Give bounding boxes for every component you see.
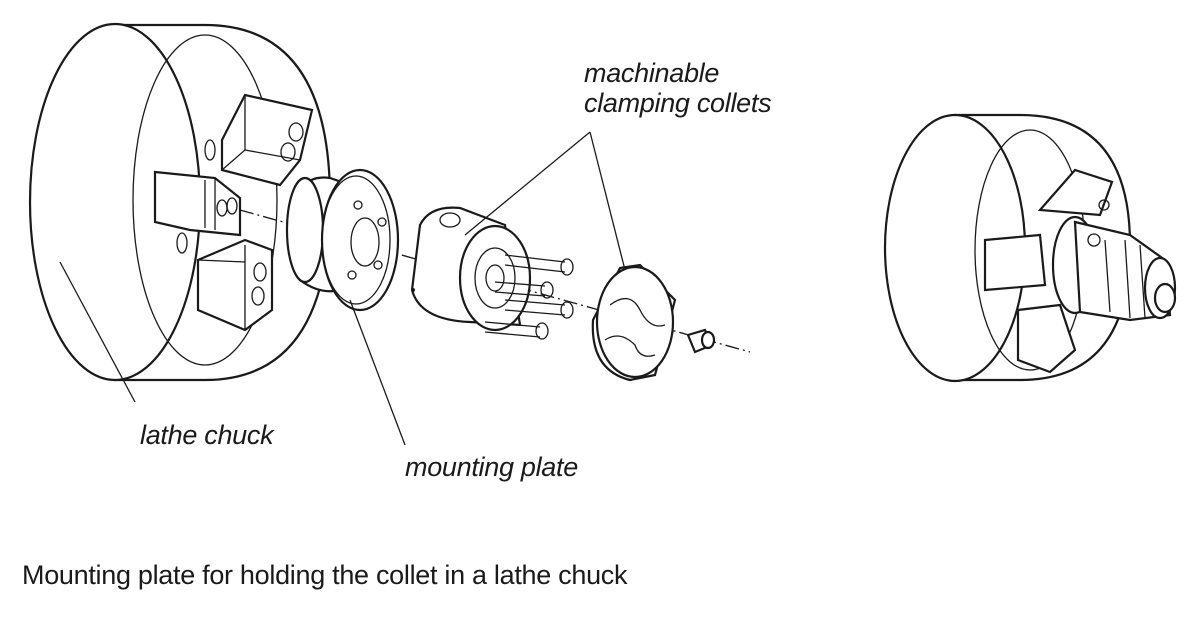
collets-label: machinable clamping collets — [584, 58, 772, 118]
figure-caption: Mounting plate for holding the collet in… — [22, 560, 628, 590]
assembled-chuck-drawing — [883, 113, 1177, 383]
lathe-chuck-label: lathe chuck — [140, 420, 274, 450]
collets-label-line1: machinable — [584, 58, 720, 88]
collets-label-line2: clamping collets — [584, 88, 772, 118]
leader-lines — [59, 131, 626, 446]
collet-body-drawing — [410, 206, 574, 340]
lathe-chuck-drawing — [28, 22, 332, 382]
mounting-plate-label: mounting plate — [405, 452, 578, 482]
collet-drawing — [591, 263, 716, 382]
mounting-plate-drawing — [285, 168, 400, 312]
